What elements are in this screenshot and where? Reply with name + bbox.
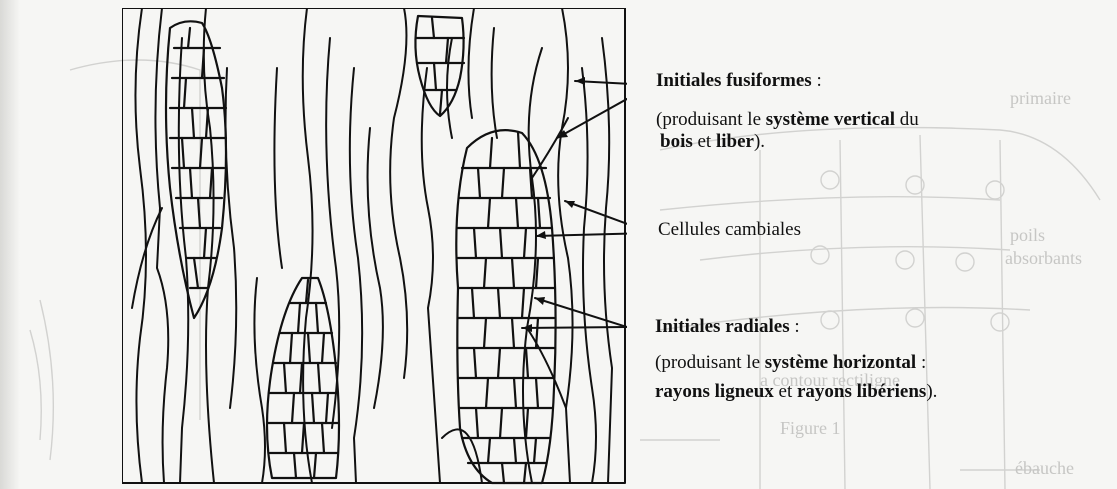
cambium-diagram [122, 8, 627, 485]
label-radial-colon: : [790, 316, 800, 337]
label-systeme-vertical: système vertical [766, 109, 895, 130]
label-fusiform-l2a: (produisant le [656, 109, 766, 130]
label-fusiform-close: ). [754, 131, 765, 152]
label-radial-l2c: : [916, 352, 926, 373]
ghost-text-poils: poils [1010, 225, 1045, 246]
label-initiales-fusiformes: Initiales fusiformes : [656, 70, 822, 92]
label-rayons-liberiens: rayons libériens [797, 381, 926, 402]
label-et-1: et [693, 131, 716, 152]
radial-ray-3 [456, 130, 555, 483]
label-radial-l2a: (produisant le [655, 352, 765, 373]
label-radial-title: Initiales radiales [655, 316, 790, 337]
label-fusiform-title: Initiales fusiformes [656, 70, 812, 91]
label-liber: liber [716, 131, 754, 152]
label-et-2: et [774, 381, 797, 402]
label-fusiform-colon: : [812, 70, 822, 91]
label-bois: bois [660, 131, 693, 152]
diagram-frame [122, 8, 625, 483]
label-fusiform-desc-2: bois et liber). [660, 131, 765, 153]
label-initiales-radiales: Initiales radiales : [655, 316, 800, 338]
label-radial-desc-2: rayons ligneux et rayons libériens). [655, 381, 937, 403]
ghost-text-primaire: primaire [1010, 88, 1071, 109]
label-fusiform-l2c: du [895, 109, 919, 130]
label-radial-desc-1: (produisant le système horizontal : [655, 352, 926, 374]
label-rayons-ligneux: rayons ligneux [655, 381, 774, 402]
label-cellules-cambiales: Cellules cambiales [658, 219, 801, 241]
ghost-text-absorbants: absorbants [1005, 248, 1082, 269]
radial-ray-1 [166, 21, 226, 318]
label-systeme-horizontal: système horizontal [765, 352, 916, 373]
label-radial-close: ). [926, 381, 937, 402]
ghost-text-figure: Figure 1 [780, 418, 841, 439]
ghost-text-ebauche: ébauche [1015, 458, 1074, 479]
label-fusiform-desc-1: (produisant le système vertical du [656, 109, 919, 131]
